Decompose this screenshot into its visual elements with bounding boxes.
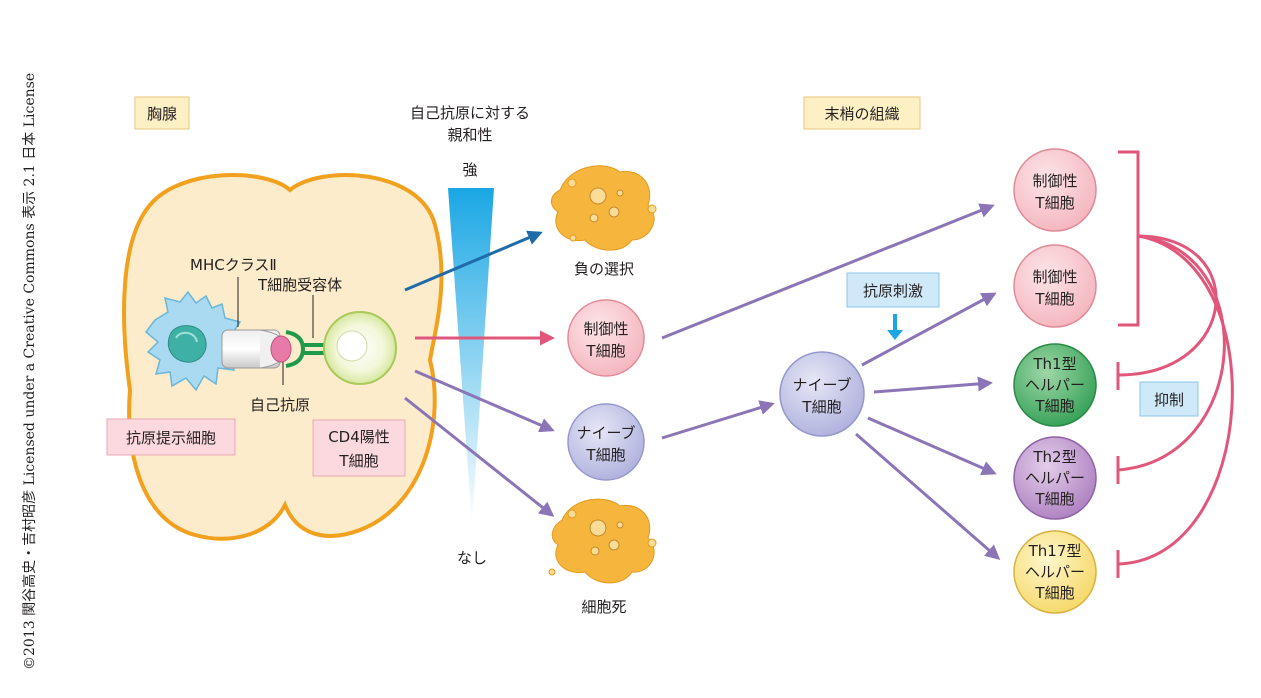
th1-line1: Th1型 [1032,355,1076,373]
antigen-stimulation-label: 抗原刺激 [863,282,923,300]
apc-label: 抗原提示細胞 [126,429,216,447]
cd4-label-line1: CD4陽性 [328,428,390,446]
arrow-naive-to-treg [861,292,997,367]
thymic-treg-cell [567,299,645,377]
arrow-treg-to-periphery [661,203,995,340]
thymus-title: 胸腺 [147,105,177,123]
periphery-title-box [803,96,921,130]
antigen-stimulation-arrow [887,314,903,340]
arrow-negative-selection [404,230,543,292]
treg-bracket [1118,150,1140,327]
arrow-naive-to-th17 [855,432,1001,560]
th17-line2: ヘルパー [1025,563,1085,581]
suppression-label: 抑制 [1154,391,1184,409]
affinity-gradient-bar [448,188,494,525]
th1-line2: ヘルパー [1025,376,1085,394]
peripheral-treg-b-line2: T細胞 [1034,290,1074,308]
negative-selection-dead-cell [551,165,657,251]
th2-line1: Th2型 [1032,448,1076,466]
negative-selection-label: 負の選択 [574,260,634,278]
arrow-naive-to-th1 [873,376,993,394]
th1-helper-cell [1013,343,1097,427]
peripheral-treg-cell-b [1013,244,1097,328]
peripheral-treg-cell-a [1013,148,1097,232]
suppression-curve-th17 [1117,234,1234,566]
peripheral-treg-a-line2: T細胞 [1034,194,1074,212]
self-antigen-shape [270,335,292,363]
th1-line3: T細胞 [1034,397,1074,415]
periphery-title: 末梢の組織 [824,105,899,123]
copyright-text: ©2013 関谷高史・吉村昭彦 Licensed under a Creativ… [21,73,38,670]
affinity-none-label: なし [457,549,487,567]
arrow-to-death [404,396,555,517]
suppression-box [1139,381,1199,417]
t-cell-receptor [285,330,325,368]
arrow-to-naive [414,369,555,433]
cd4-label-box [312,419,406,477]
thymic-treg-line2: T細胞 [585,342,625,360]
th17-helper-cell [1013,530,1097,614]
affinity-title-line1: 自己抗原に対する [410,104,530,122]
antigen-stimulation-box [846,272,940,308]
peripheral-treg-a-line1: 制御性 [1032,172,1077,190]
arrow-naive-to-periphery [661,400,775,440]
th17-line3: T細胞 [1034,584,1074,602]
thymus-title-box [134,96,190,130]
peripheral-treg-b-line1: 制御性 [1032,268,1077,286]
thymic-naive-line1: ナイーブ [576,424,635,442]
peripheral-naive-line2: T細胞 [801,398,841,416]
th17-line1: Th17型 [1028,542,1082,560]
apc-label-box [106,418,236,456]
affinity-strong-label: 強 [462,161,477,179]
tcr-label: T細胞受容体 [257,276,342,294]
th2-line3: T細胞 [1034,490,1074,508]
suppression-curve-th2 [1117,234,1226,472]
thymic-naive-line2: T細胞 [585,446,625,464]
peripheral-naive-cell [779,351,865,437]
thymic-naive-cell [567,403,645,481]
self-antigen-label: 自己抗原 [250,396,310,414]
cd4-label-line2: T細胞 [338,452,378,470]
th2-line2: ヘルパー [1025,469,1085,487]
antigen-presenting-cell [144,290,244,392]
affinity-title-line2: 親和性 [447,126,492,144]
mhc-label: MHCクラスⅡ [190,256,277,274]
thymic-treg-line1: 制御性 [583,320,628,338]
cell-death-dead-cell [548,498,657,584]
suppression-curve-th1 [1117,234,1218,377]
arrow-naive-to-th2 [867,416,997,476]
th2-helper-cell [1013,436,1097,520]
cell-death-label: 細胞死 [581,598,626,616]
peripheral-naive-line1: ナイーブ [792,376,851,394]
